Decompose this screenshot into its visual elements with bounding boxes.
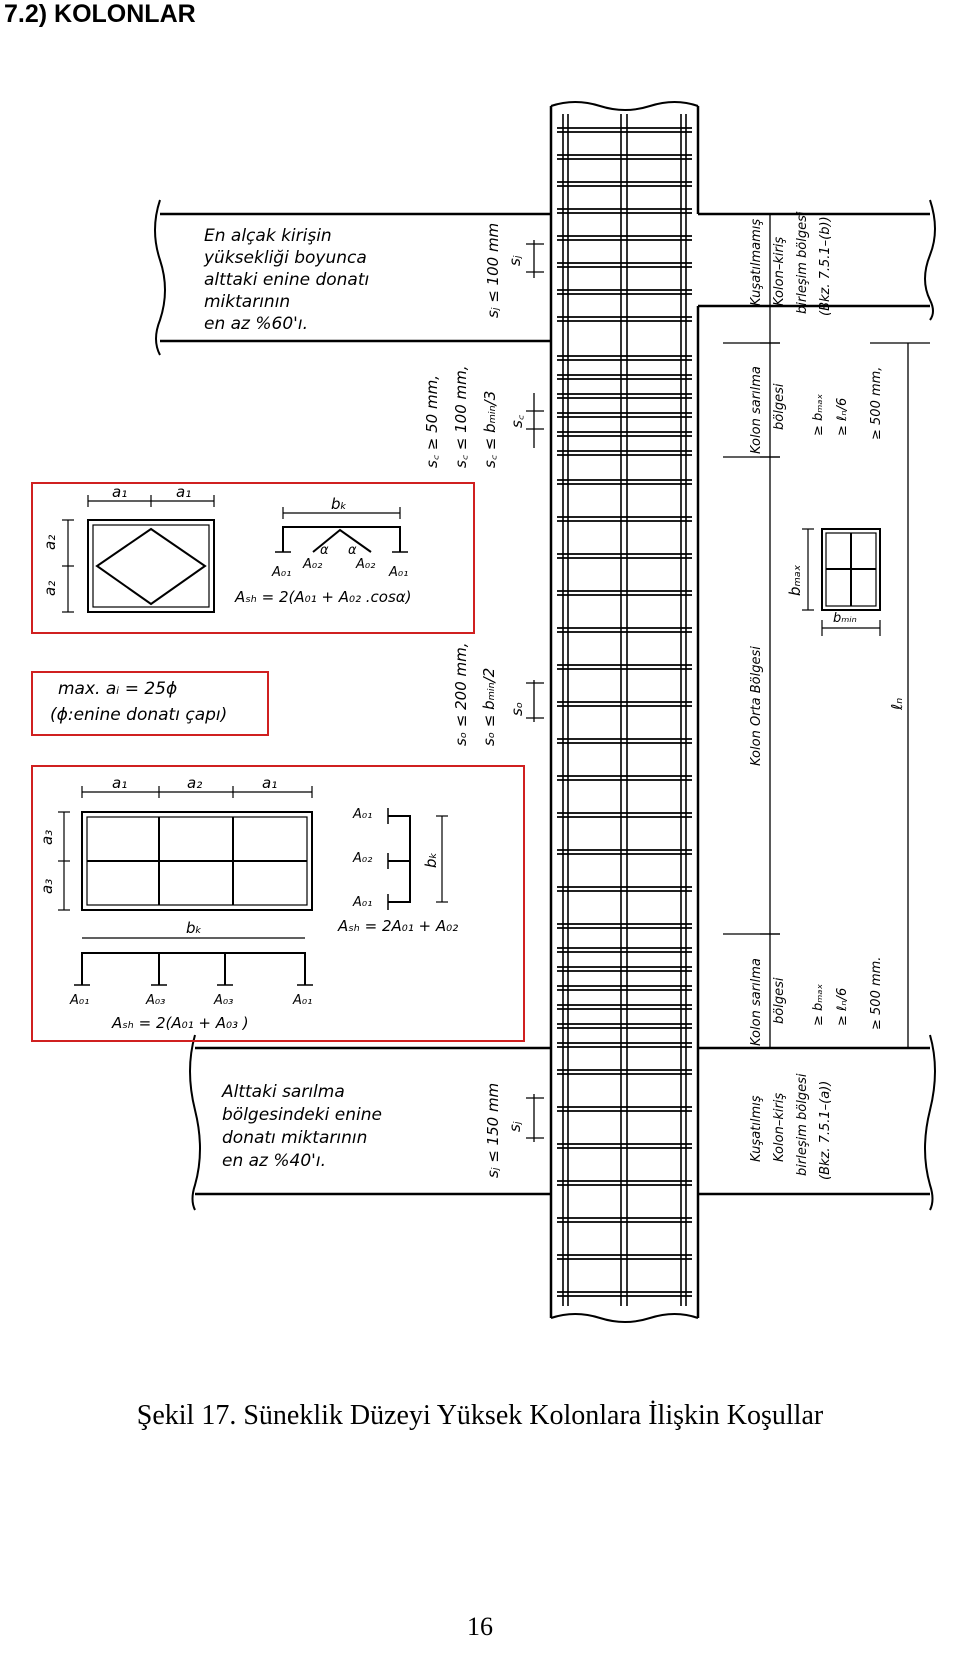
- zone-middle-label: Kolon Orta Bölgesi: [749, 646, 764, 766]
- lower-note-line: donatı miktarının: [222, 1128, 367, 1148]
- box1-formula: Aₛₕ = 2(A₀₁ + A₀₂ .cosα): [234, 588, 412, 606]
- sj-label: sⱼ: [506, 1121, 524, 1132]
- bk-label: bₖ: [186, 919, 202, 937]
- sc-label: s꜀: [508, 414, 526, 428]
- zone-criteria-top-1: ≥ bₘₐₓ: [811, 394, 826, 436]
- A01-label: A₀₁: [352, 895, 372, 910]
- lower-note-line: bölgesindeki enine: [222, 1105, 382, 1125]
- zone-criteria-bottom-2: ≥ ℓₙ/6: [835, 988, 850, 1026]
- max-ai-line: (ϕ:enine donatı çapı): [50, 705, 227, 725]
- column-outline: [549, 101, 700, 1323]
- zone-criteria-bottom-3: ≥ 500 mm.: [869, 957, 884, 1030]
- box2-formula-right: Aₛₕ = 2A₀₁ + A₀₂: [337, 917, 458, 935]
- section-box-2-labels: a₁ a₂ a₁ a₃ a₃ bₖ A₀₁ A₀₃ A₀₃ A₀₁ Aₛₕ = …: [38, 774, 458, 1032]
- lower-note: Alttaki sarılma bölgesindeki enine donat…: [221, 1082, 382, 1171]
- A01-label: A₀₁: [69, 993, 89, 1008]
- A02-label: A₀₂: [352, 851, 372, 866]
- a2-label: a₂: [41, 535, 59, 550]
- a1-label: a₁: [112, 483, 127, 501]
- zone-unconfined-top-3: birleşim bölgesi: [795, 211, 810, 314]
- sj-bottom-label: sⱼ ≤ 150 mm: [484, 1083, 502, 1178]
- so-label-1: sₒ ≤ 200 mm,: [452, 642, 470, 746]
- zone-confined-joint-2: Kolon–kiriş: [772, 1093, 787, 1162]
- section-box-2: [31, 765, 525, 1042]
- upper-note-line: alttaki enine donatı: [204, 270, 369, 290]
- section-box-1: [31, 482, 475, 634]
- A03-label: A₀₃: [213, 993, 233, 1008]
- max-ai-note: max. aᵢ = 25ϕ (ϕ:enine donatı çapı): [50, 679, 227, 725]
- upper-note-line: en az %60'ı.: [204, 314, 308, 334]
- bmin-label: bₘᵢₙ: [833, 611, 857, 626]
- so-label-2: sₒ ≤ bₘᵢₙ/2: [480, 668, 498, 746]
- zone-labels: Kuşatılmamış Kolon–kiriş birleşim bölges…: [749, 211, 906, 1180]
- A01-label: A₀₁: [388, 565, 408, 580]
- zone-criteria-bottom-1: ≥ bₘₐₓ: [811, 984, 826, 1026]
- zone-unconfined-top-4: (Bkz. 7.5.1–(b)): [818, 216, 833, 316]
- box2-formula-bottom: Aₛₕ = 2(A₀₁ + A₀₃ ): [111, 1014, 249, 1032]
- A01-label: A₀₁: [352, 807, 372, 822]
- lower-beam: [189, 1034, 936, 1211]
- zone-confined-top-2: bölgesi: [772, 383, 787, 430]
- upper-note: En alçak kirişin yüksekliği boyunca altt…: [203, 226, 369, 334]
- A02-label: A₀₂: [355, 557, 375, 572]
- a3-label: a₃: [38, 830, 56, 845]
- alpha-label: α: [348, 543, 357, 558]
- A01-label: A₀₁: [292, 993, 312, 1008]
- figure-caption: Şekil 17. Süneklik Düzeyi Yüksek Kolonla…: [136, 1400, 824, 1431]
- page-heading: 7.2) KOLONLAR: [4, 0, 196, 28]
- upper-beam: [154, 199, 936, 356]
- zone-dimension-lines: [723, 213, 930, 1049]
- upper-note-line: En alçak kirişin: [204, 226, 332, 246]
- bmax-label: bₘₐₓ: [786, 564, 804, 596]
- zone-criteria-top-2: ≥ ℓₙ/6: [835, 398, 850, 436]
- sc-label-1: s꜀ ≥ 50 mm,: [423, 375, 441, 468]
- max-ai-box: [31, 671, 269, 736]
- column-section-small: [802, 528, 881, 636]
- zone-confined-joint-1: Kuşatılmış: [749, 1095, 764, 1162]
- a2-label: a₂: [41, 581, 59, 596]
- upper-note-line: miktarının: [204, 292, 290, 312]
- sj-top-label: sⱼ ≤ 100 mm: [484, 223, 502, 318]
- a1-label: a₁: [112, 774, 127, 792]
- a1-label: a₁: [262, 774, 277, 792]
- A01-label: A₀₁: [271, 565, 291, 580]
- ln-label: ℓₙ: [888, 698, 906, 711]
- zone-unconfined-top-1: Kuşatılmamış: [749, 219, 764, 306]
- a3-label: a₃: [38, 879, 56, 894]
- zone-confined-joint-4: (Bkz. 7.5.1–(a)): [818, 1081, 833, 1180]
- upper-note-line: yüksekliği boyunca: [203, 248, 367, 268]
- stirrups: [557, 127, 692, 1297]
- alpha-label: α: [320, 543, 329, 558]
- zone-criteria-top-3: ≥ 500 mm,: [869, 367, 884, 440]
- spacing-labels: sⱼ ≤ 100 mm sⱼ s꜀ ≥ 50 mm, s꜀ ≤ 100 mm, …: [423, 223, 526, 1178]
- A03-label: A₀₃: [145, 993, 165, 1008]
- max-ai-line: max. aᵢ = 25ϕ: [58, 679, 177, 699]
- bk-label: bₖ: [331, 495, 347, 513]
- so-label: sₒ: [508, 702, 526, 716]
- bk-label: bₖ: [422, 852, 440, 868]
- lower-note-line: Alttaki sarılma: [221, 1082, 345, 1102]
- a1-label: a₁: [176, 483, 191, 501]
- longitudinal-bars: [562, 114, 687, 1306]
- lower-note-line: en az %40'ı.: [222, 1151, 326, 1171]
- A02-label: A₀₂: [302, 557, 322, 572]
- zone-confined-bottom-1: Kolon sarılma: [749, 958, 764, 1046]
- zone-confined-top-1: Kolon sarılma: [749, 366, 764, 454]
- sj-label: sⱼ: [506, 255, 524, 266]
- zone-unconfined-top-2: Kolon–kiriş: [772, 237, 787, 306]
- zone-confined-bottom-2: bölgesi: [772, 977, 787, 1024]
- a2-label: a₂: [187, 774, 202, 792]
- section-box-1-labels: a₁ a₁ a₂ a₂ bₖ α α A₀₁ A₀₂ A₀₂ A₀₁ Aₛₕ =…: [41, 483, 412, 606]
- sc-label-3: s꜀ ≤ bₘᵢₙ/3: [481, 391, 499, 468]
- sc-label-2: s꜀ ≤ 100 mm,: [452, 366, 470, 469]
- spacing-markers: [526, 240, 544, 1142]
- page-number: 16: [467, 1612, 493, 1641]
- zone-confined-joint-3: birleşim bölgesi: [795, 1073, 810, 1176]
